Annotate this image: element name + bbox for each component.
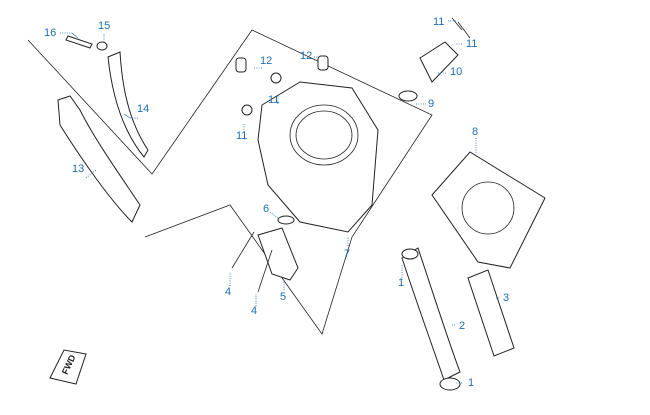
callout-12-right[interactable]: 12	[300, 50, 313, 62]
hose-part	[401, 247, 461, 381]
base-gasket-part	[431, 151, 546, 269]
callout-13[interactable]: 13	[72, 163, 85, 175]
dowel-pin-part-a	[235, 57, 247, 73]
callout-16[interactable]: 16	[44, 27, 57, 39]
nut-part-a	[270, 72, 282, 84]
callout-1-upper[interactable]: 1	[398, 277, 405, 289]
cylinder-block-part	[257, 81, 379, 233]
forward-arrow-icon: FWD	[49, 349, 87, 385]
bolt-part-4a	[231, 231, 255, 269]
intake-pipe-part	[257, 227, 299, 281]
tensioner-bolts	[451, 17, 471, 39]
callout-11-top-b[interactable]: 11	[466, 38, 478, 50]
washer-part-15	[96, 41, 108, 51]
nut-part-b	[241, 104, 253, 116]
tensioner-guide-part	[107, 51, 149, 158]
callout-8[interactable]: 8	[472, 126, 479, 138]
bolt-part-16	[65, 35, 93, 49]
callout-11-upper[interactable]: 11	[268, 94, 280, 106]
callout-10[interactable]: 10	[450, 66, 463, 78]
callout-11-top-a[interactable]: 11	[433, 16, 445, 28]
dowel-pin-part-b	[317, 55, 329, 71]
callout-9[interactable]: 9	[428, 98, 435, 110]
callout-3[interactable]: 3	[503, 292, 510, 304]
callout-1-bottom[interactable]: 1	[468, 377, 475, 389]
cylinder-bore-inner	[295, 110, 353, 160]
callout-4-left[interactable]: 4	[225, 286, 232, 298]
o-ring-part	[277, 215, 295, 225]
chain-guide-part	[57, 95, 141, 223]
hose-clamp-top	[401, 248, 419, 260]
callout-15[interactable]: 15	[98, 20, 111, 32]
bolt-part-4b	[257, 249, 273, 293]
callout-6[interactable]: 6	[263, 203, 270, 215]
callout-7[interactable]: 7	[344, 248, 351, 260]
tensioner-part	[419, 41, 459, 83]
assembly-outline	[27, 29, 433, 335]
hose-clamp-bottom	[439, 377, 461, 391]
callout-2[interactable]: 2	[459, 320, 466, 332]
callout-leaders	[60, 20, 500, 384]
callout-14[interactable]: 14	[137, 103, 150, 115]
filter-part	[467, 269, 515, 357]
callout-4-bottom[interactable]: 4	[251, 305, 258, 317]
base-gasket-bore	[461, 181, 515, 235]
tensioner-gasket-part	[398, 90, 418, 102]
callout-11-left[interactable]: 11	[236, 130, 248, 142]
callout-5[interactable]: 5	[280, 291, 287, 303]
cylinder-bore	[289, 104, 359, 166]
callout-12-left[interactable]: 12	[260, 55, 273, 67]
